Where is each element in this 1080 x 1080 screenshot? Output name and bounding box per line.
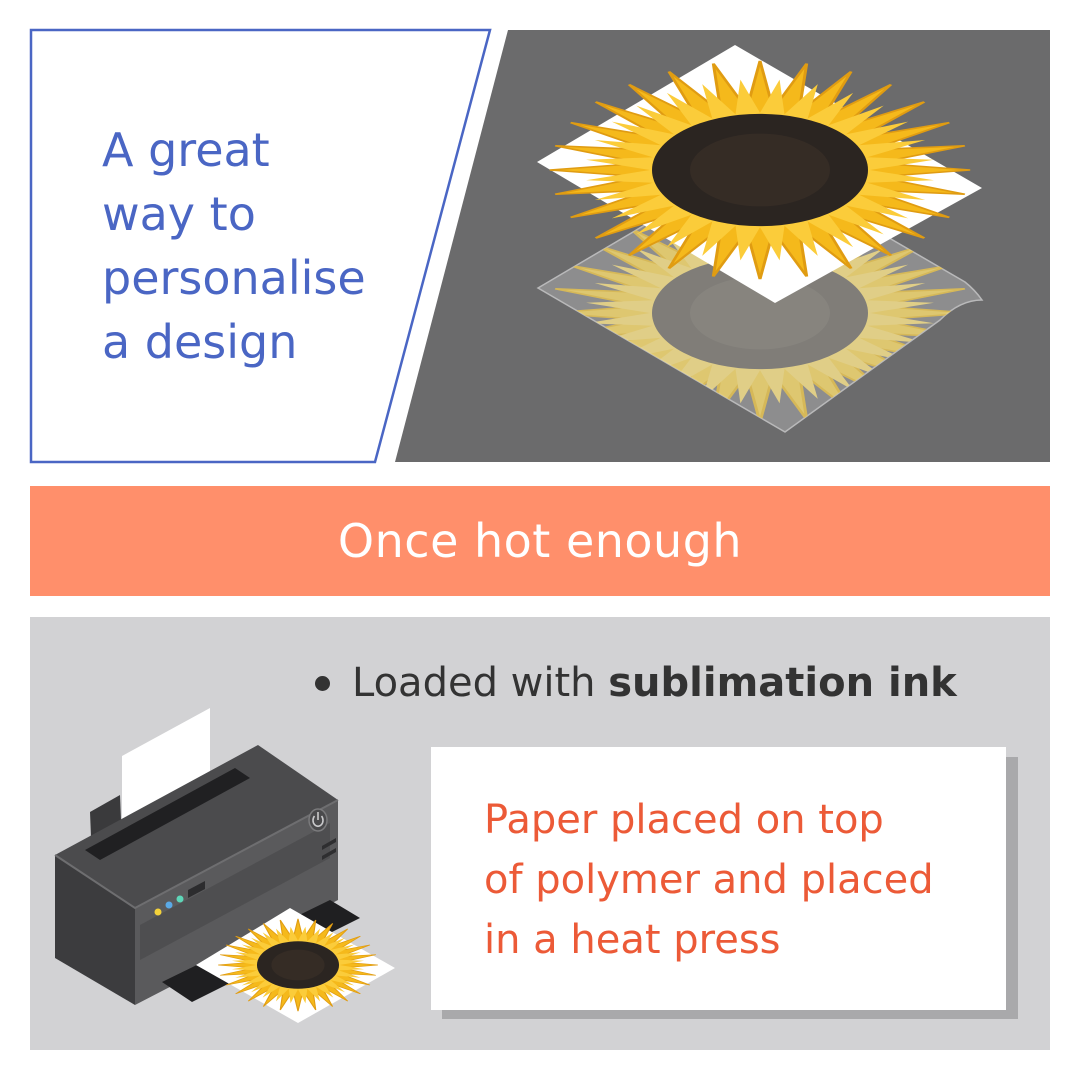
power-icon <box>308 808 328 832</box>
status-light-yellow <box>154 908 162 916</box>
statement-line-3: personalise <box>102 251 366 305</box>
status-light-blue <box>165 901 173 909</box>
bullet-text: Loaded with <box>352 660 609 706</box>
printer-icon <box>54 708 395 1023</box>
sunflower-reflection-icon <box>549 203 971 423</box>
card-line-1: Paper placed on top <box>484 797 884 843</box>
transfer-illustration <box>395 30 1050 462</box>
statement-panel <box>29 28 492 464</box>
status-light-green <box>176 895 184 903</box>
card-line-3: in a heat press <box>484 917 781 963</box>
bullet-dot-icon <box>315 675 330 691</box>
statement-line-1: A great <box>102 123 270 177</box>
sunflower-small-icon <box>218 918 378 1012</box>
card-text: Paper placed on top of polymer and place… <box>484 790 984 970</box>
banner: Once hot enough <box>30 486 1050 596</box>
info-card <box>431 747 1006 1010</box>
card-line-2: of polymer and placed <box>484 857 934 903</box>
bullet-item: Loaded with sublimation ink <box>315 655 957 711</box>
sunflower-icon <box>549 60 971 280</box>
bullet-text-bold: sublimation ink <box>608 660 957 706</box>
banner-text: Once hot enough <box>337 514 743 568</box>
statement-heading: A great way to personalise a design <box>102 118 402 374</box>
statement-line-4: a design <box>102 315 298 369</box>
statement-line-2: way to <box>102 187 256 241</box>
